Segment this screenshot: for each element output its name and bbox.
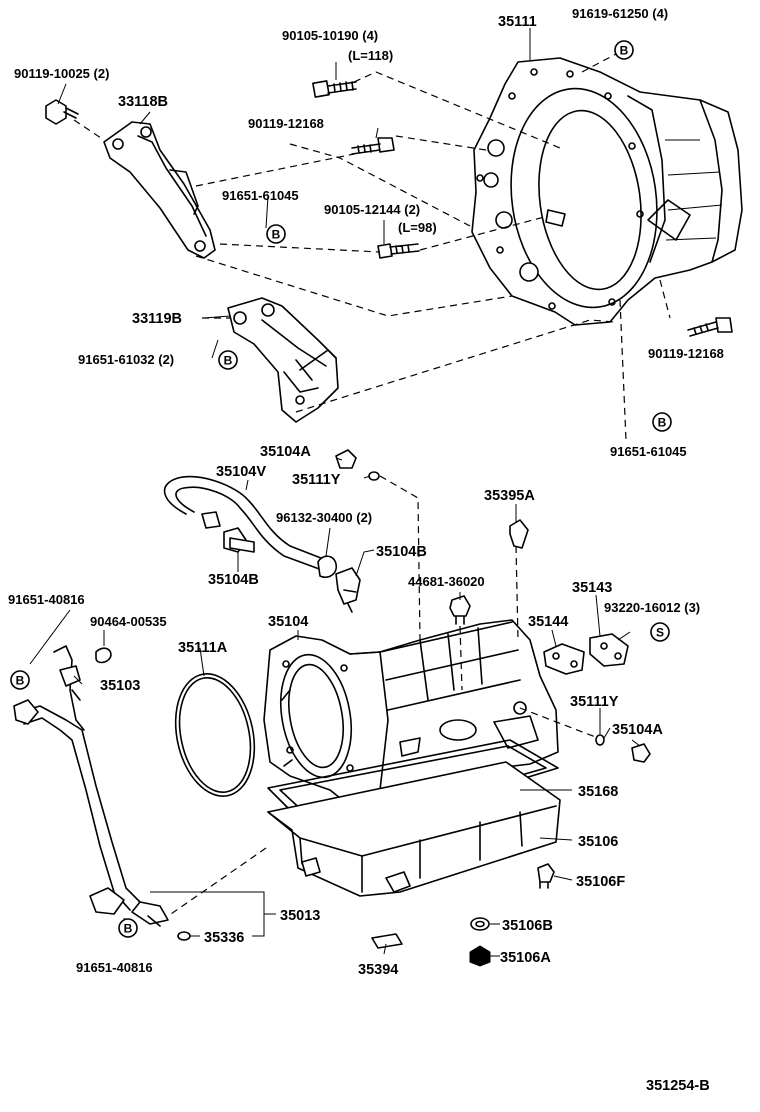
- bolt-90119-12168-right: [687, 317, 733, 337]
- bracket-35144: [543, 643, 585, 675]
- label-35013: 35013: [280, 908, 320, 924]
- label-91619-61250: 91619-61250 (4): [572, 6, 668, 21]
- oil-pan-35106: [267, 761, 561, 897]
- label-90119-12168-top: 90119-12168: [248, 116, 324, 131]
- transmission-case-35111: [471, 57, 743, 326]
- label-44681-36020: 44681-36020: [408, 574, 485, 589]
- hose-clip-right: [317, 555, 338, 579]
- label-35111: 35111: [498, 14, 537, 30]
- label-33118b: 33118B: [118, 94, 168, 110]
- plug-35395a: [509, 519, 529, 549]
- label-35168: 35168: [578, 784, 618, 800]
- marker-b-label: B: [272, 228, 281, 242]
- label-91651-61032: 91651-61032 (2): [78, 352, 174, 367]
- marker-b-91619-61250: B: [614, 40, 634, 60]
- bolt-90105-10190: [312, 80, 357, 98]
- top-dashed-leaders: [73, 53, 671, 441]
- label-leaders: [29, 28, 641, 957]
- oil-level-gauge-35103: [53, 645, 85, 731]
- label-35143: 35143: [572, 580, 612, 596]
- label-91651-40816-bottom: 91651-40816: [76, 960, 153, 975]
- label-35104b-right: 35104B: [376, 544, 427, 560]
- label-l118: (L=118): [348, 48, 393, 63]
- breather-hose-35104v: [163, 475, 327, 571]
- bracket-33119b: [227, 297, 339, 423]
- label-91651-40816-top: 91651-40816: [8, 592, 85, 607]
- label-35106f: 35106F: [576, 874, 625, 890]
- marker-b-label: B: [224, 354, 233, 368]
- hose-clip-left: [223, 527, 255, 553]
- marker-b-91651-61032: B: [218, 350, 238, 370]
- label-35104a-top: 35104A: [260, 444, 311, 460]
- label-35395a: 35395A: [484, 488, 535, 504]
- marker-b-91651-61045-right: B: [652, 412, 672, 432]
- label-90464-00535: 90464-00535: [90, 614, 167, 629]
- label-35144: 35144: [528, 614, 568, 630]
- marker-b-label: B: [620, 44, 629, 58]
- label-35111y-right: 35111Y: [570, 694, 619, 710]
- label-90105-12144: 90105-12144 (2): [324, 202, 420, 217]
- label-35106a: 35106A: [500, 950, 551, 966]
- bracket-35143: [589, 633, 629, 667]
- label-35394: 35394: [358, 962, 398, 978]
- marker-b-91651-40816-bottom: B: [118, 918, 138, 938]
- marker-b-label: B: [124, 922, 133, 936]
- label-93220-16012: 93220-16012 (3): [604, 600, 700, 615]
- label-35104: 35104: [268, 614, 308, 630]
- bracket-33118b: [103, 121, 216, 259]
- label-90119-12168-right: 90119-12168: [648, 346, 724, 361]
- marker-b-91651-61045-top: B: [266, 224, 286, 244]
- label-35111y-top: 35111Y: [292, 472, 341, 488]
- label-90105-10190: 90105-10190 (4): [282, 28, 378, 43]
- label-35104a-right: 35104A: [612, 722, 663, 738]
- bolt-90105-12144: [377, 243, 420, 259]
- label-91651-61045-top: 91651-61045: [222, 188, 299, 203]
- marker-b-label: B: [16, 674, 25, 688]
- union-35104b-right: [335, 567, 361, 613]
- bolt-90119-10025: [45, 99, 79, 125]
- magnet-35394: [371, 933, 403, 949]
- bolt-90119-12168-top: [351, 137, 395, 155]
- label-90119-10025: 90119-10025 (2): [14, 66, 109, 81]
- marker-b-91651-40816-top: B: [10, 670, 30, 690]
- oring-35111y-right: [595, 734, 605, 746]
- plug-35106a: [469, 945, 491, 967]
- gasket-35111a: [174, 673, 256, 797]
- oring-35111y-top: [368, 471, 380, 481]
- washer-35106b: [470, 917, 490, 931]
- oil-filler-tube-35013: [13, 699, 169, 927]
- label-35104v: 35104V: [216, 464, 266, 480]
- label-35106b: 35106B: [502, 918, 553, 934]
- plug-44681-36020: [449, 595, 471, 625]
- drain-plug-35106f: [537, 863, 555, 889]
- label-96132-30400: 96132-30400 (2): [276, 510, 372, 525]
- oring-35336: [177, 931, 191, 941]
- part-labels: 90105-10190 (4) (L=118) 35111 91619-6125…: [8, 6, 724, 1094]
- marker-b-label: B: [658, 416, 667, 430]
- bottom-dashed-leaders: [167, 475, 599, 917]
- label-35111a: 35111A: [178, 640, 228, 656]
- plug-35104a-right: [631, 743, 651, 763]
- label-35336: 35336: [204, 930, 244, 946]
- label-l98: (L=98): [398, 220, 437, 235]
- diagram-id: 351254-B: [646, 1078, 710, 1094]
- label-35104b-left: 35104B: [208, 572, 259, 588]
- label-91651-61045-right: 91651-61045: [610, 444, 687, 459]
- transmission-assembly-35104: [263, 619, 559, 807]
- label-33119b: 33119B: [132, 311, 182, 327]
- label-35103: 35103: [100, 678, 140, 694]
- marker-s-93220-16012: S: [650, 622, 670, 642]
- plug-35104a-top: [335, 449, 357, 469]
- label-35106: 35106: [578, 834, 618, 850]
- clip-90464-00535: [95, 647, 112, 664]
- marker-s-label: S: [656, 626, 664, 640]
